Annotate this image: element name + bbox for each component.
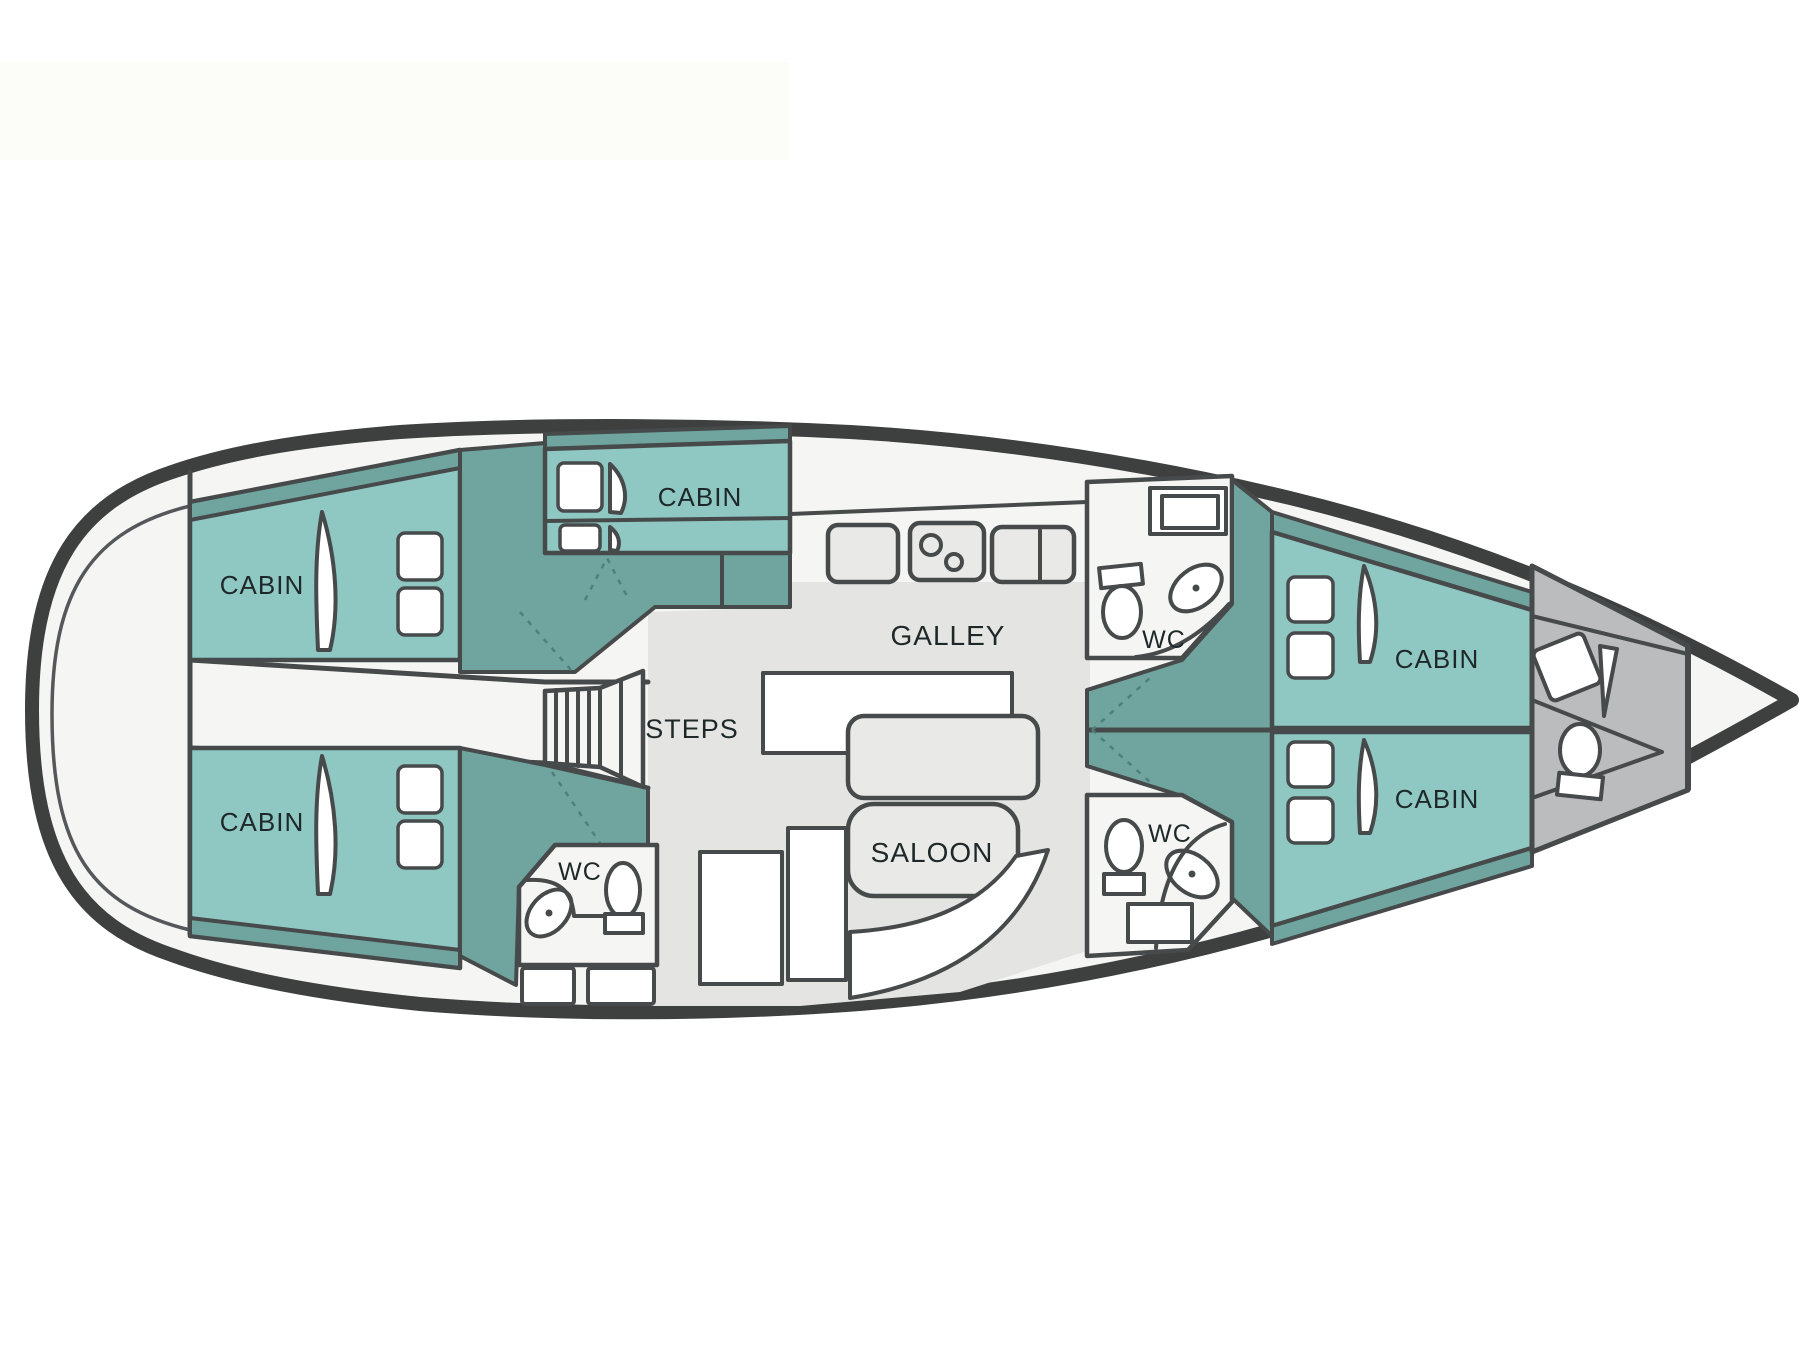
saloon-bench bbox=[845, 713, 1041, 801]
cabin-floor bbox=[542, 438, 793, 556]
locker-icon bbox=[558, 523, 602, 553]
bow-sink-icon bbox=[1531, 631, 1603, 703]
galley-back-wall bbox=[788, 500, 1089, 516]
door-swing-line bbox=[519, 611, 572, 671]
companionway-steps: STEPS bbox=[542, 668, 739, 790]
nav-seat bbox=[786, 826, 848, 982]
stove-icon bbox=[907, 520, 987, 583]
toilet-icon bbox=[603, 861, 645, 935]
cabin-label: CABIN bbox=[1395, 644, 1479, 674]
vanity-edge bbox=[1134, 602, 1231, 659]
wc-label: WC bbox=[558, 858, 602, 886]
bow-door-icon bbox=[1598, 644, 1619, 718]
door-icon bbox=[314, 510, 338, 652]
locker-icon bbox=[1286, 796, 1335, 845]
galley-label: GALLEY bbox=[891, 620, 1006, 651]
midship-lockers bbox=[458, 441, 792, 987]
step-treads bbox=[554, 678, 623, 779]
galley: GALLEY bbox=[788, 500, 1089, 651]
burner-icon bbox=[944, 552, 964, 572]
background-artifact bbox=[0, 62, 790, 160]
door-swing-line bbox=[550, 771, 602, 844]
locker-icon bbox=[396, 531, 444, 582]
locker-icon bbox=[396, 764, 444, 815]
corridor-floor bbox=[190, 660, 648, 788]
saloon-label: SALOON bbox=[871, 837, 994, 868]
steps-label: STEPS bbox=[645, 714, 739, 744]
sink-icon bbox=[1168, 562, 1224, 614]
double-sink bbox=[989, 524, 1077, 585]
cabin-label: CABIN bbox=[658, 482, 742, 512]
wc-label: WC bbox=[1142, 626, 1186, 654]
midship-bunk-cabin: CABIN bbox=[542, 424, 793, 556]
aft-starboard-cabin: CABIN bbox=[187, 745, 463, 971]
forward-starboard-cabin: CABIN bbox=[1269, 729, 1535, 946]
forward-starboard-wc: WC bbox=[1084, 792, 1235, 959]
hull-shelf bbox=[1270, 846, 1534, 946]
cabin-label: CABIN bbox=[220, 570, 304, 600]
aft-port-cabin: CABIN bbox=[187, 447, 463, 663]
door-icon bbox=[1356, 564, 1379, 664]
berth-divider bbox=[543, 516, 792, 523]
bow-wall bbox=[1530, 614, 1690, 656]
cabin-label: CABIN bbox=[220, 807, 304, 837]
door-icon bbox=[1356, 738, 1379, 835]
wc-cabinet bbox=[1126, 902, 1194, 944]
stern-deck-edge-line bbox=[50, 504, 191, 932]
hull-shelf bbox=[188, 916, 462, 970]
forward-port-wc: WC bbox=[1084, 473, 1235, 661]
door-swing-line bbox=[583, 555, 631, 601]
toilet-icon bbox=[1102, 818, 1146, 896]
sink-icon bbox=[524, 887, 574, 939]
galley-sink-unit bbox=[825, 522, 901, 585]
locker-icon bbox=[396, 586, 444, 637]
locker-icon bbox=[556, 461, 604, 513]
locker-icon bbox=[1286, 575, 1335, 624]
wc-label: WC bbox=[1148, 820, 1192, 848]
vanity-edge bbox=[525, 877, 607, 918]
burner-icon bbox=[919, 533, 943, 557]
toilet-icon bbox=[1097, 561, 1145, 640]
chart-table bbox=[698, 850, 784, 986]
locker-icon bbox=[396, 819, 444, 870]
wc-cabinet bbox=[586, 966, 656, 1006]
door-icon bbox=[314, 754, 338, 896]
wc-cabinet bbox=[520, 966, 576, 1006]
aft-wc: WC bbox=[516, 842, 660, 1006]
wc-cabinet-door bbox=[1160, 494, 1220, 530]
door-icon bbox=[608, 462, 627, 515]
locker-icon bbox=[1286, 740, 1335, 789]
bow-toilet-icon bbox=[1554, 722, 1606, 802]
door-swing-line bbox=[1091, 677, 1151, 783]
cabin-label: CABIN bbox=[1395, 784, 1479, 814]
locker-icon bbox=[1286, 631, 1335, 680]
settee-bench bbox=[848, 848, 1050, 1000]
saloon: SALOON bbox=[698, 671, 1050, 1000]
bow-compartment bbox=[1529, 563, 1691, 855]
door-icon bbox=[608, 525, 621, 553]
galley-double-sink-unit bbox=[989, 524, 1077, 585]
